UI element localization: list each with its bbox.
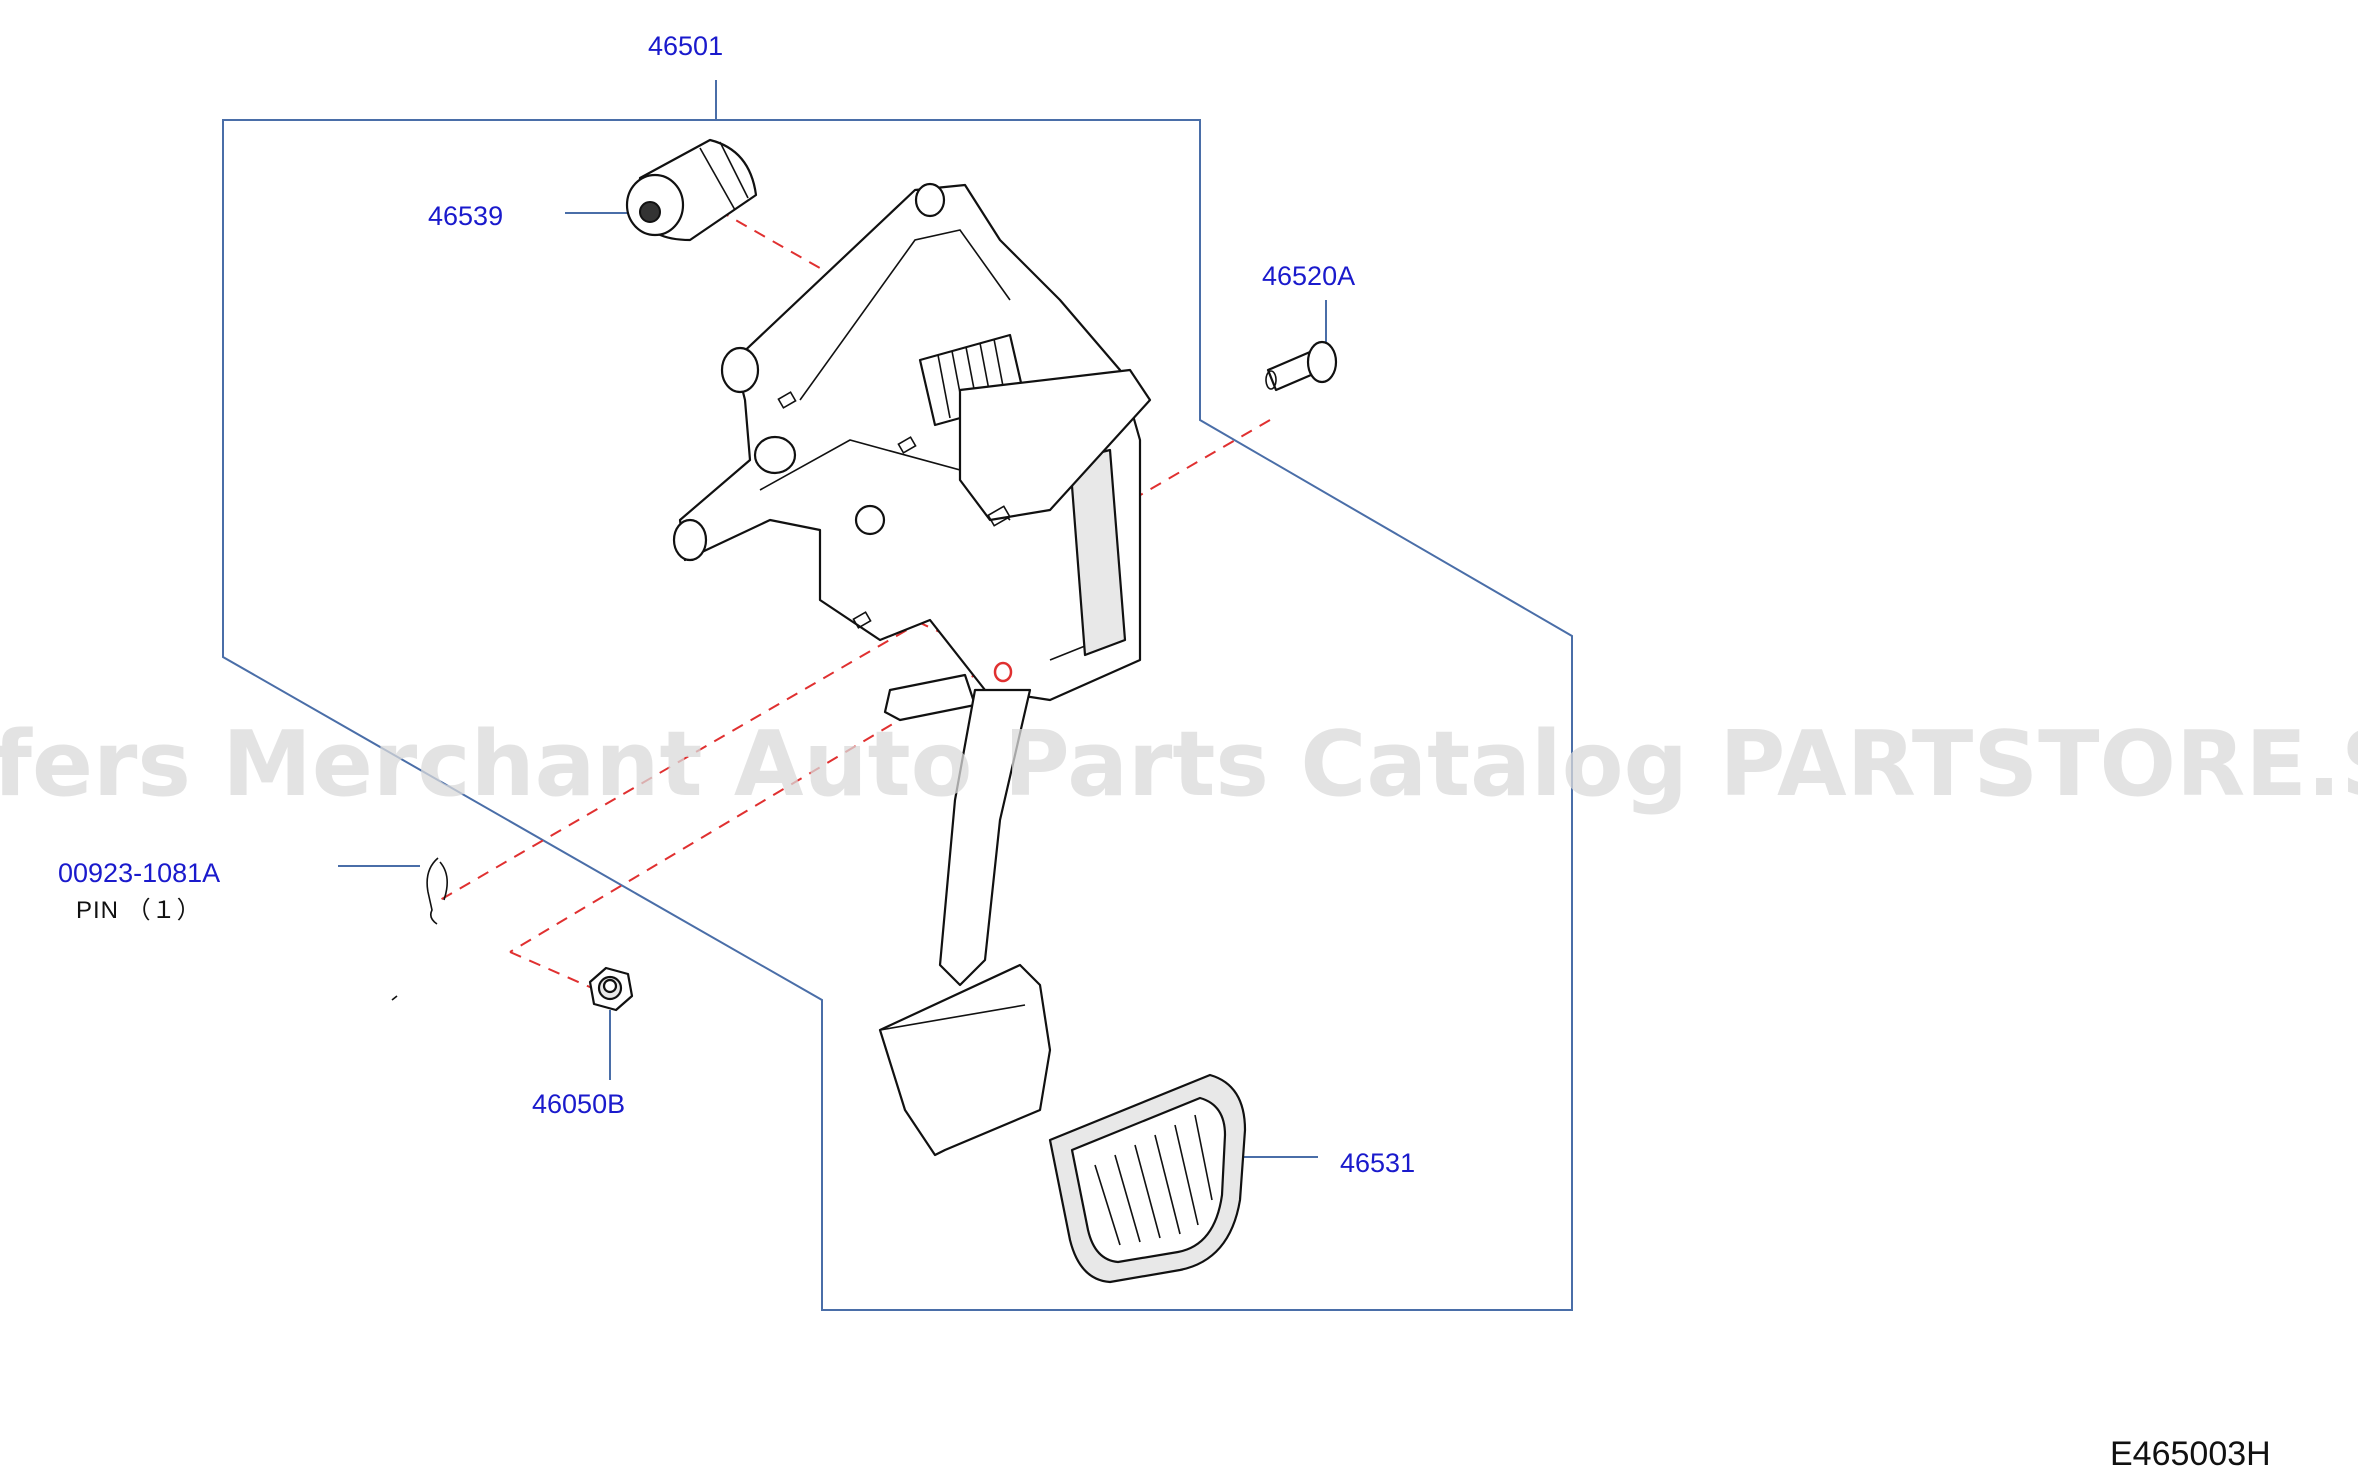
pedal-pad-part-46531 (1048, 1073, 1247, 1284)
pedal-bracket-assembly (672, 182, 1152, 722)
callout-46520A[interactable]: 46520A (1262, 261, 1355, 291)
pin-quantity-note: PIN （１） (76, 897, 202, 924)
stopper-part-46539 (625, 138, 758, 242)
assembly-frame (222, 80, 1573, 1311)
stray-mark (391, 995, 398, 1001)
nut-part-46050B (588, 966, 634, 1012)
callout-46531[interactable]: 46531 (1340, 1148, 1415, 1178)
watermark-text: Offers Merchant Auto Parts Catalog PARTS… (0, 712, 2358, 817)
pad-grip-ribs (1094, 1114, 1213, 1246)
callout-46050B[interactable]: 46050B (532, 1089, 625, 1119)
callout-46539[interactable]: 46539 (428, 201, 503, 231)
pedal-arm (878, 688, 1052, 1157)
callout-00923-1081A[interactable]: 00923-1081A (58, 858, 220, 888)
pin-part-00923-1081A (426, 857, 448, 925)
bolt-part-46520A (1265, 340, 1338, 392)
callout-46501[interactable]: 46501 (648, 31, 723, 61)
diagram-code: E465003H (2110, 1435, 2271, 1473)
